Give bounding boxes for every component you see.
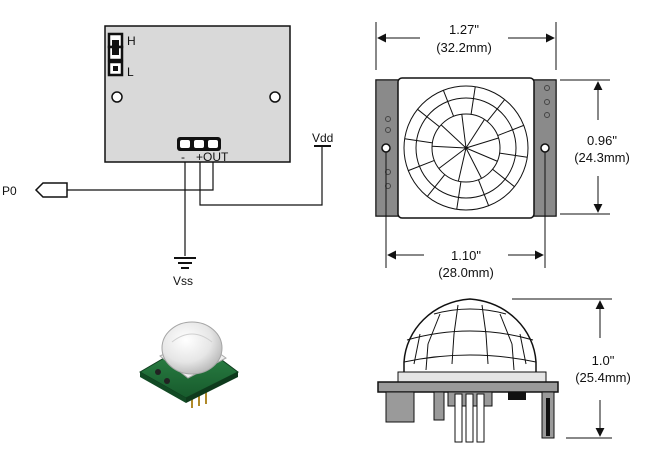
- width-in-label: 1.27": [449, 22, 479, 37]
- jumper-block: [107, 32, 124, 77]
- photo-dome-facet: [171, 333, 213, 343]
- lens-inner-spoke: [465, 137, 499, 149]
- mount-hole-left: [111, 91, 123, 103]
- ground-symbol: [174, 257, 196, 269]
- pin-plus-out-label: +OUT: [196, 150, 229, 164]
- lens-spoke: [486, 99, 506, 122]
- jumper-l-label: L: [127, 65, 134, 79]
- lens-spoke: [492, 168, 515, 188]
- lens-spoke: [426, 174, 446, 197]
- top-hole-right: [540, 143, 550, 153]
- photo-pcb-edge-right: [186, 372, 238, 403]
- vss-label: Vss: [173, 274, 193, 288]
- lens-spoke: [408, 159, 435, 172]
- lens-inner-spoke: [465, 147, 498, 162]
- wires: [67, 146, 323, 256]
- side-view: 1.0" (25.4mm): [377, 298, 631, 443]
- p0-connector-icon: [34, 182, 68, 198]
- fresnel-lens: [403, 85, 529, 211]
- spacing-in-label: 1.10": [451, 248, 481, 263]
- lens-spoke: [499, 152, 528, 158]
- lens-center-dot: [464, 146, 468, 150]
- lens-spoke: [470, 86, 476, 115]
- schematic: H L - +OUT Vdd Vss P: [2, 25, 333, 288]
- height-in-label: 0.96": [587, 133, 617, 148]
- p0-label: P0: [2, 184, 17, 198]
- lens-inner-spoke: [440, 124, 467, 149]
- pin-minus-label: -: [181, 150, 185, 164]
- dome-height-mm-label: (25.4mm): [575, 370, 631, 385]
- photo-dome: [161, 321, 223, 375]
- lens-inner-spoke: [432, 145, 467, 149]
- lens-spoke: [456, 181, 462, 210]
- sensor-photo: [138, 321, 239, 408]
- lens-inner-spoke: [457, 147, 467, 182]
- mount-hole-right: [269, 91, 281, 103]
- side-dome-outline: [403, 298, 537, 379]
- spacing-mm-label: (28.0mm): [438, 265, 494, 280]
- lens-inner-spoke: [438, 147, 467, 169]
- side-board: [377, 381, 559, 393]
- photo-component-a: [155, 369, 161, 375]
- lens-spoke: [477, 179, 490, 206]
- top-board-pads-right: [544, 85, 550, 118]
- photo-component-b: [164, 378, 170, 384]
- side-header-pins: [454, 393, 485, 443]
- side-component-small: [433, 391, 445, 421]
- lens-spoke: [497, 124, 524, 137]
- lens-inner-spoke: [461, 114, 467, 149]
- side-component-left: [385, 391, 415, 423]
- lens-spoke: [404, 138, 433, 144]
- height-mm-label: (24.3mm): [574, 150, 630, 165]
- side-component-right-stripe: [546, 398, 550, 436]
- header-pins: [177, 137, 221, 151]
- side-lens-base: [397, 371, 547, 383]
- lens-spoke: [442, 90, 455, 117]
- top-view: 1.27" (32.2mm) 0.96" (24.3mm): [375, 22, 630, 280]
- lens-inner-spoke: [465, 147, 482, 179]
- jumper-h-label: H: [127, 34, 136, 48]
- side-dome-facets: [403, 304, 537, 371]
- top-hole-left: [381, 143, 391, 153]
- dome-height-in-label: 1.0": [592, 353, 615, 368]
- vdd-label: Vdd: [312, 131, 333, 145]
- top-board-pads-left: [385, 116, 391, 189]
- side-dark-chip: [508, 392, 526, 400]
- lens-spokes: [404, 86, 528, 210]
- lens-spoke: [417, 108, 440, 128]
- width-mm-label: (32.2mm): [436, 40, 492, 55]
- photo-pcb-edge: [140, 372, 186, 403]
- lens-inner-spoke: [465, 119, 485, 149]
